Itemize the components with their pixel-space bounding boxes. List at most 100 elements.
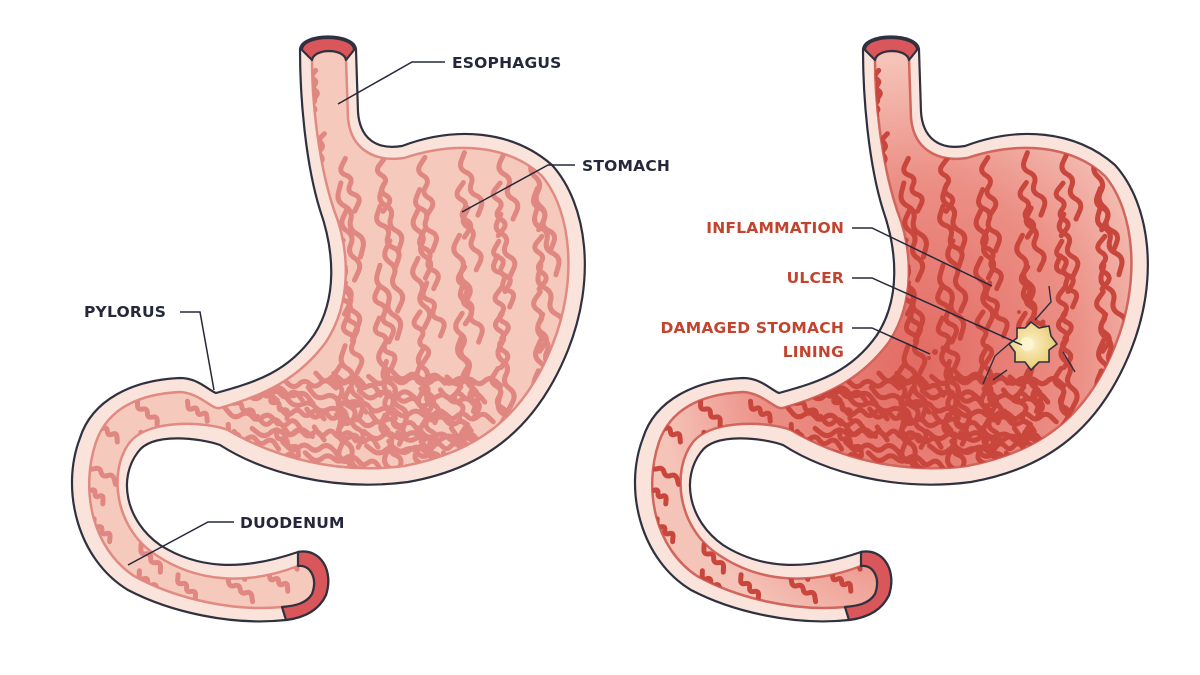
- fold-line: [177, 451, 203, 476]
- healthy-stomach: ESOPHAGUS STOMACH PYLORUS DUODENUM: [70, 35, 670, 623]
- fold-line: [919, 388, 982, 402]
- fold-line: [896, 450, 947, 473]
- esophagus-opening: [300, 36, 356, 62]
- fold-line: [333, 450, 384, 473]
- fold-line: [898, 427, 944, 450]
- fold-line: [898, 180, 929, 260]
- fold-line: [819, 385, 868, 403]
- fold-line: [829, 483, 853, 508]
- fold-line: [335, 180, 366, 260]
- fold-line: [255, 413, 304, 432]
- fold-line: [1023, 363, 1045, 420]
- fold-line: [872, 67, 883, 102]
- fold-line: [894, 370, 946, 398]
- fold-line: [748, 398, 773, 424]
- fold-line: [183, 489, 209, 518]
- fold-line: [1053, 180, 1071, 239]
- fold-line: [740, 451, 766, 476]
- fold-line: [225, 574, 256, 605]
- duodenum-label: DUODENUM: [240, 514, 345, 532]
- fold-line: [340, 393, 398, 421]
- fold-line: [1056, 211, 1081, 279]
- damaged-stomach: [633, 35, 1149, 623]
- damaged-lining-cracks: [982, 285, 1076, 385]
- fold-line: [901, 155, 925, 214]
- stomach-label: STOMACH: [582, 157, 670, 175]
- fold-line: [138, 541, 163, 575]
- fold-line: [280, 376, 339, 391]
- fold-line: [491, 238, 513, 295]
- fold-line: [527, 419, 546, 491]
- fold-line: [940, 181, 968, 255]
- fold-line: [418, 438, 466, 454]
- ulcer-highlight: [1020, 337, 1034, 351]
- fold-line: [530, 185, 558, 253]
- fold-line: [414, 425, 482, 451]
- fold-line: [818, 413, 867, 432]
- fold-line: [460, 363, 482, 420]
- fold-line: [1007, 374, 1067, 389]
- fold-line: [746, 489, 772, 518]
- fold-line: [338, 155, 362, 214]
- fold-line: [1057, 442, 1080, 501]
- fold-line: [356, 388, 419, 402]
- fold-line: [843, 376, 902, 391]
- fold-line: [902, 206, 926, 283]
- fold-line: [981, 407, 1037, 434]
- fold-line: [867, 406, 916, 425]
- fold-line: [1053, 253, 1080, 310]
- fold-line: [977, 425, 1045, 451]
- fold-line: [937, 262, 967, 341]
- esophagus-opening: [863, 36, 919, 62]
- fold-line: [945, 238, 969, 314]
- fold-line: [789, 480, 820, 513]
- fold-line: [340, 313, 365, 376]
- fold-line: [309, 67, 320, 102]
- fold-line: [1090, 419, 1109, 491]
- fold-line: [134, 397, 160, 429]
- fold-line: [979, 155, 999, 219]
- fold-line: [132, 484, 154, 511]
- fold-line: [788, 574, 819, 605]
- fold-line: [1100, 444, 1124, 514]
- fold-line: [695, 484, 717, 511]
- fold-line: [935, 283, 959, 345]
- inflammation-label: INFLAMMATION: [706, 219, 844, 237]
- fold-line: [266, 483, 290, 508]
- fold-line: [89, 480, 106, 507]
- fold-line: [89, 457, 119, 487]
- stomach-leader: [461, 164, 575, 213]
- esophagus-leader: [337, 61, 445, 105]
- fold-line: [266, 569, 291, 594]
- ulcer-label: ULCER: [787, 269, 844, 287]
- fold-line: [532, 203, 562, 278]
- pylorus-leader: [180, 311, 215, 391]
- fold-line: [304, 406, 353, 425]
- fold-line: [697, 453, 724, 480]
- fold-line: [226, 480, 257, 513]
- fold-line: [416, 155, 436, 219]
- fold-line: [495, 336, 517, 413]
- fold-line: [368, 410, 422, 435]
- fold-line: [1054, 238, 1076, 295]
- fold-line: [532, 233, 549, 292]
- fold-line: [185, 398, 210, 424]
- fold-line: [374, 203, 402, 270]
- fold-line: [1093, 185, 1121, 253]
- fold-line: [976, 187, 1002, 254]
- fold-line: [175, 572, 199, 603]
- fold-line: [438, 408, 496, 425]
- fold-line: [831, 391, 854, 422]
- fold-line: [738, 572, 762, 603]
- fold-line: [1020, 150, 1048, 218]
- fold-line: [457, 150, 485, 218]
- fold-line: [268, 391, 291, 422]
- fold-line: [1095, 233, 1112, 292]
- fold-line: [256, 385, 305, 403]
- fold-line: [418, 407, 474, 434]
- fold-line: [92, 570, 114, 598]
- fold-line: [937, 203, 965, 270]
- fold-line: [701, 541, 726, 575]
- fold-line: [417, 227, 441, 292]
- fold-line: [460, 205, 484, 273]
